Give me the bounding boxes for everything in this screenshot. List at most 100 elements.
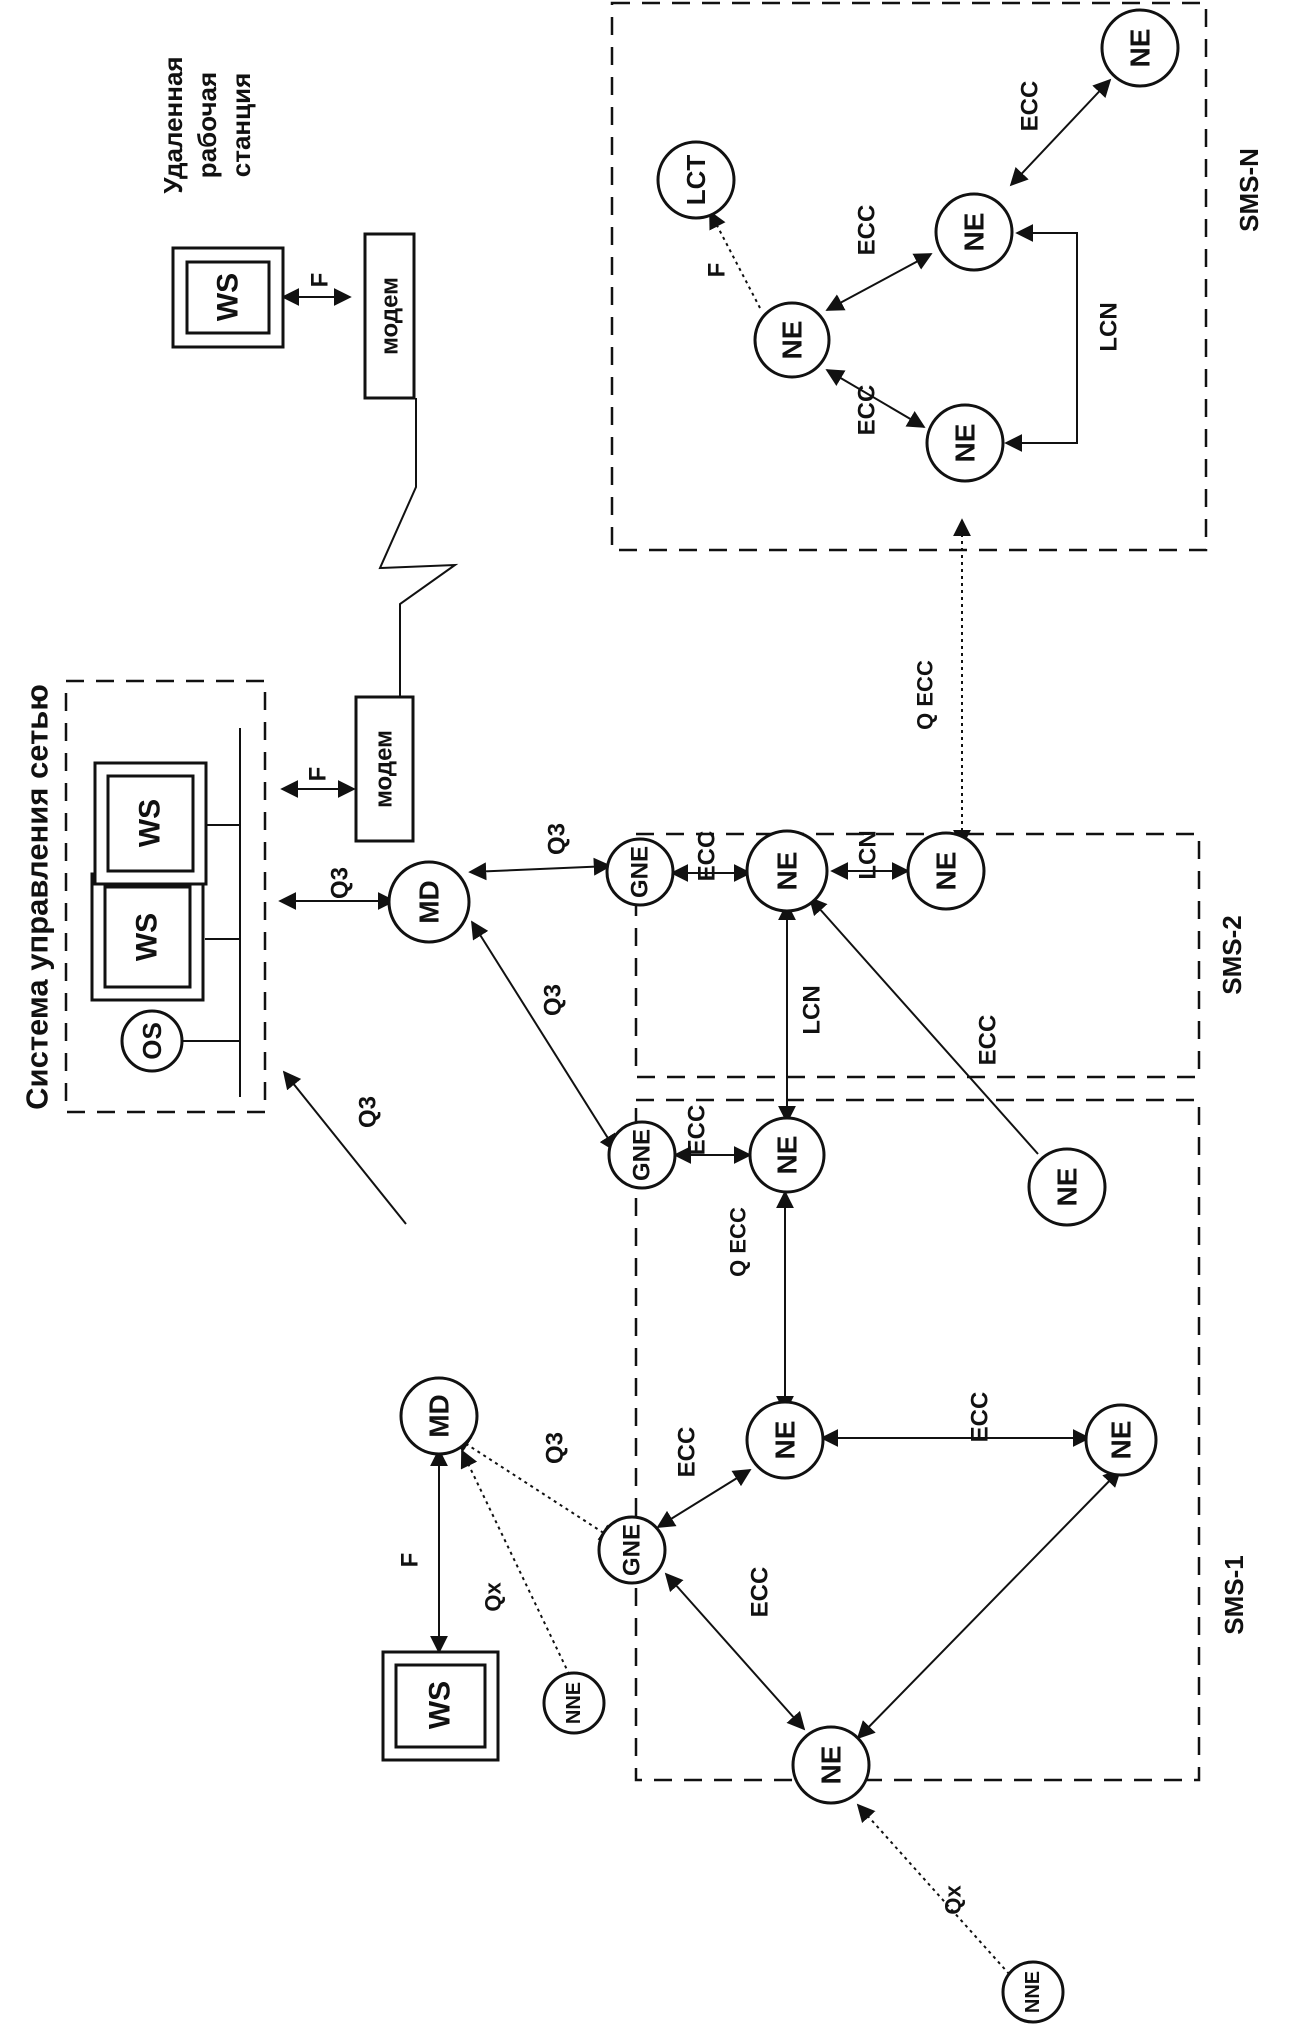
label-ecc-smsn-right: ECC [1017,81,1044,132]
ws-md-inner [394,1663,487,1749]
label-q3-bus-md-top: Q3 [327,867,354,899]
gne-sms1[interactable] [597,1515,667,1585]
label-qecc-sms1-sms2: Q ECC [726,1207,751,1277]
md-left-node[interactable] [399,1376,479,1456]
ws-remote-inner [185,260,271,335]
sms1-gne-ne-ecc-top-link [656,1469,752,1528]
smsn-ne-ne-top-ecc-link [825,253,933,311]
md-gne-bottom-q3-link [471,920,617,1153]
ws-nms-2-label: WS [134,799,167,847]
ne-smsn-top-label: NE [959,213,990,252]
label-f-nms-modem: F [305,767,332,782]
label-ecc-smsn-top: ECC [854,205,881,256]
os-node-label: OS [137,1022,167,1060]
ne-sms2-top-label: NE [772,852,803,891]
gne-sms2-bottom-label: GNE [629,1129,656,1181]
ne-smsn-bottom[interactable] [925,403,1005,483]
ne-smsn-far-label: NE [1125,29,1156,68]
sms2-box [634,832,1201,1079]
label-lcn-sms2-vertical: LCN [799,985,826,1034]
label-smsn: SMS-N [1234,148,1264,232]
label-ecc-sms1-top: ECC [967,1392,994,1443]
smsn-box [610,1,1208,552]
ws-nms-2-inner [106,774,195,873]
remote-title-line-3: станция [226,73,256,178]
nms-box [64,679,267,1114]
label-f-md-ws: F [397,1553,424,1568]
gne-sms2-top[interactable] [605,837,675,907]
nne-node-ne[interactable] [1001,1960,1065,2024]
label-ecc-sms1-gne-bottom: ECC [747,1567,774,1618]
label-ecc-sms1-gne-top: ECC [674,1427,701,1478]
ne-smsn-bottom-label: NE [950,424,981,463]
smsn-ne-lct-f-link [709,210,761,309]
nne-node-md-label: NNE [563,1682,585,1724]
ne-sms1-top[interactable] [745,1400,825,1480]
ne-ne-diagonal-ecc-link [808,896,1039,1155]
label-q3-bus-md-left: Q3 [355,1096,382,1128]
ne-sms2-bottom-label: NE [772,1136,803,1175]
ne-sms2-far[interactable] [1027,1147,1107,1227]
ws-md-label: WS [424,1681,457,1729]
ne-smsn-left[interactable] [753,301,831,379]
md-left-node-label: MD [424,1394,455,1438]
label-sms2: SMS-2 [1217,915,1247,994]
ne-sms2-top[interactable] [745,829,829,913]
ne-sms2-bottom[interactable] [748,1116,826,1194]
ws-nms-1-inner [103,885,192,989]
gne-sms2-bottom[interactable] [607,1120,677,1190]
label-ecc-sms2-top: ECC [694,831,721,882]
ne-smsn-left-label: NE [777,321,808,360]
label-q3-md-gne-top: Q3 [544,823,571,855]
remote-title-line-2: рабочая [192,72,222,178]
ne-smsn-top[interactable] [934,192,1014,272]
label-qx-md-nne: Qx [481,1582,506,1612]
modem-remote[interactable] [363,232,416,400]
label-lcn-sms2-top: LCN [855,830,882,879]
ne-sms1-top-label: NE [770,1421,801,1460]
ws-nms-1-label: WS [131,913,164,961]
remote-title-line-1: Удаленная [158,56,188,193]
md-nne-qx-link [460,1449,571,1677]
modem-nms[interactable] [354,695,415,843]
md-top-node-label: MD [414,880,445,924]
ne-sms1-bottom-label: NE [816,1746,847,1785]
md-gne-sms1-q3-link [452,1435,618,1542]
ne-sms2-far-label: NE [1052,1168,1083,1207]
modem-remote-label: модем [377,277,404,355]
lct-node[interactable] [656,140,736,220]
ws-remote-label: WS [212,273,245,321]
smsn-lcn-link [1004,224,1078,452]
ne-sms1-right[interactable] [1084,1403,1158,1477]
nne-node-ne-label: NNE [1022,1971,1044,2013]
modem-nms-label: модем [371,730,398,808]
sms1-gne-ne-ecc-bottom-link [664,1572,806,1731]
label-qecc-sms2-smsn: Q ECC [913,660,938,730]
bus-md-left-q3-link [282,1070,407,1225]
sms1-box [634,1098,1201,1782]
label-f-lct: F [704,263,731,278]
label-lcn-smsn: LCN [1096,302,1123,351]
label-q3-md-gne-bottom: Q3 [540,984,567,1016]
ne-sms2-right-label: NE [931,852,962,891]
label-q3-md-gne-sms1: Q3 [542,1432,569,1464]
nms-title: Система управления сетью [20,684,55,1110]
ne-nne-qx-link [856,1803,1011,1976]
label-ecc-smsn-left: ECC [854,385,881,436]
ne-sms1-bottom[interactable] [791,1725,871,1805]
os-node[interactable] [120,1009,184,1073]
ne-sms1-right-label: NE [1106,1421,1137,1460]
ne-smsn-far[interactable] [1100,8,1180,88]
smsn-ne-ne-left-ecc-link [825,369,926,428]
label-ecc-sms2-bottom: ECC [684,1105,711,1156]
gne-sms1-label: GNE [619,1524,646,1576]
nne-node-md[interactable] [542,1671,606,1735]
sms1-ne-ne-diagonal-link [856,1468,1122,1740]
ne-sms2-right[interactable] [906,831,986,911]
modem-modem-phone-line [378,398,459,697]
gne-sms2-top-label: GNE [627,846,654,898]
md-gne-top-q3-link [468,857,612,881]
md-top-node[interactable] [387,860,471,944]
label-f-remote: F [307,273,334,288]
